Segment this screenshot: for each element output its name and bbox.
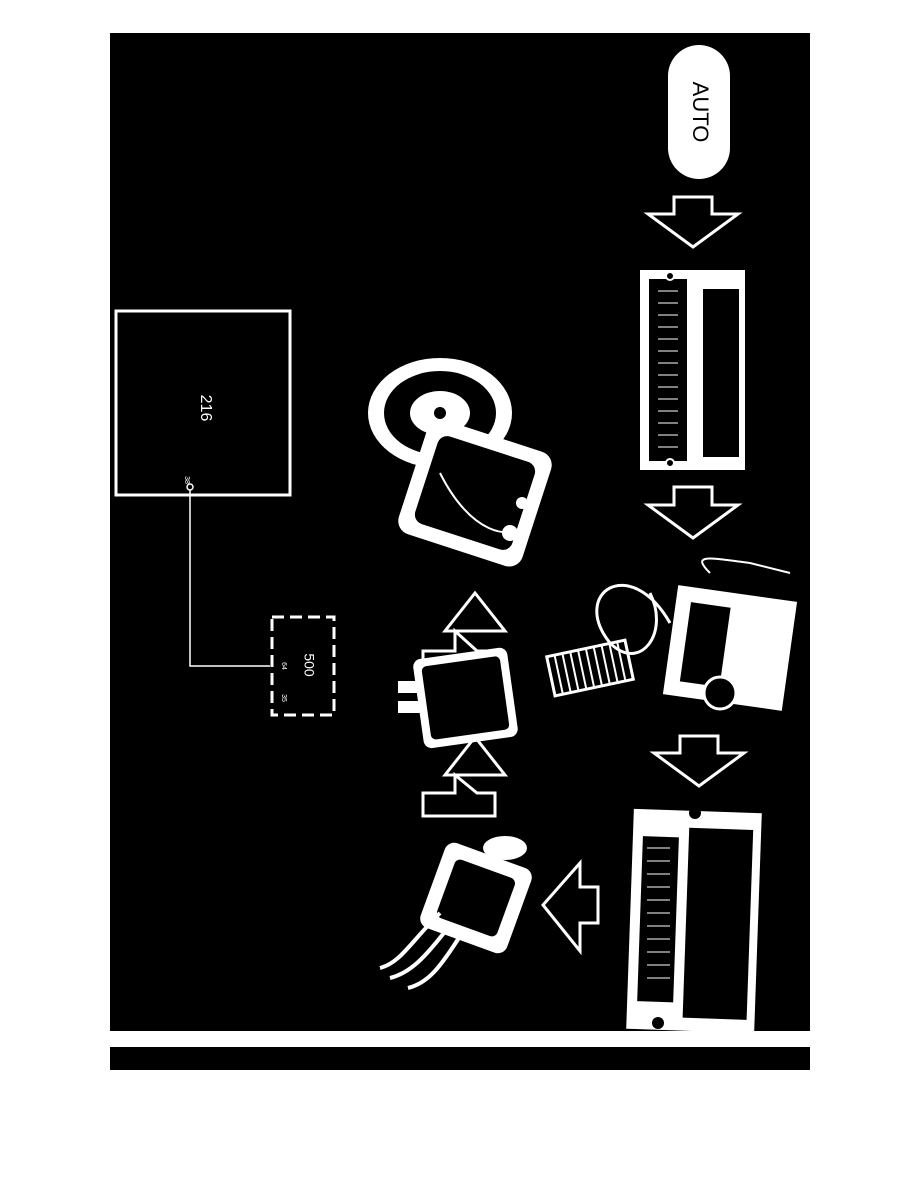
- arrow-down-icon: [649, 734, 749, 788]
- control-module-icon: [626, 807, 762, 1031]
- relay-box-500: 500 64 35: [270, 615, 336, 717]
- control-unit-216: 216 38: [114, 309, 292, 497]
- connecting-wire: [189, 490, 270, 667]
- auto-label: AUTO: [688, 82, 713, 143]
- ecu-connector-icon: [640, 270, 745, 470]
- arrow-left-icon: [541, 859, 600, 956]
- auto-button[interactable]: AUTO: [668, 45, 730, 179]
- control-unit-pin: 38: [183, 476, 190, 484]
- footer-strip: [110, 1047, 810, 1070]
- relay-box-pin-b: 35: [280, 694, 287, 702]
- compressor-icon: [368, 358, 552, 567]
- relay-box-pin-a: 64: [280, 662, 287, 670]
- system-diagram: AUTO: [114, 45, 798, 1031]
- pressure-switch-icon: [379, 836, 532, 990]
- relay-icon: [398, 647, 518, 749]
- arrow-up-icon: [421, 734, 509, 818]
- thermostat-icon: [544, 557, 798, 711]
- relay-box-number: 500: [301, 653, 317, 677]
- arrow-down-icon: [643, 195, 743, 249]
- arrow-down-icon: [643, 485, 743, 540]
- diagram-panel: AUTO: [110, 33, 810, 1031]
- control-unit-number: 216: [197, 395, 214, 422]
